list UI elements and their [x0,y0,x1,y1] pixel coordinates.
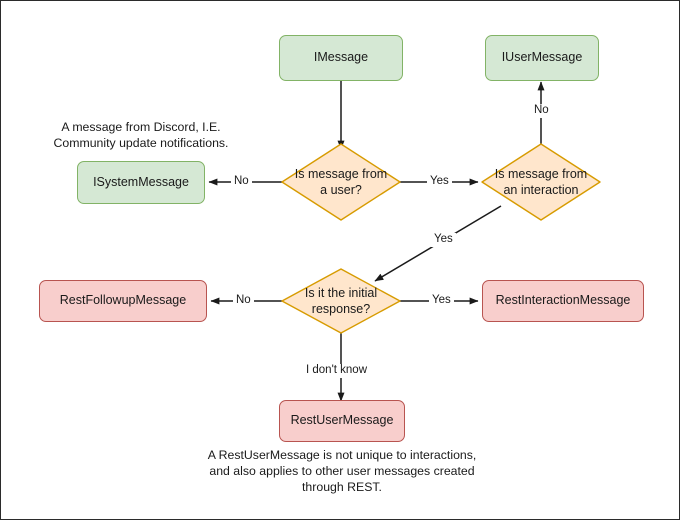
node-iusermessage[interactable]: IUserMessage [485,35,599,81]
decision-user-label: Is message from a user? [282,144,400,220]
edge-label-initial-unknown: I don't know [303,364,371,378]
edge-label-user-no: No [231,175,252,189]
node-restfollowupmessage[interactable]: RestFollowupMessage [39,280,207,322]
decision-initial[interactable]: Is it the initial response? [282,269,400,333]
node-isystemmessage-label: ISystemMessage [93,174,189,189]
edge-label-interaction-no: No [531,104,552,118]
decision-user[interactable]: Is message from a user? [282,144,400,220]
node-iusermessage-label: IUserMessage [501,50,583,65]
note-system-message-line2: Community update notifications. [53,136,229,151]
node-restfollowupmessage-label: RestFollowupMessage [59,293,187,308]
node-imessage-label: IMessage [313,50,369,65]
decision-user-label-line2: a user? [320,183,362,197]
decision-interaction[interactable]: Is message from an interaction [482,144,600,220]
note-system-message-line1: A message from Discord, I.E. [61,120,221,134]
decision-interaction-label: Is message from an interaction [482,144,600,220]
node-imessage[interactable]: IMessage [279,35,403,81]
node-isystemmessage[interactable]: ISystemMessage [77,161,205,204]
note-system-message: A message from Discord, I.E. Community u… [41,119,241,151]
note-rest-user-message-line3: through REST. [302,480,382,495]
decision-initial-label: Is it the initial response? [282,269,400,333]
edge-label-interaction-yes: Yes [431,233,456,247]
note-rest-user-message: A RestUserMessage is not unique to inter… [191,447,493,496]
decision-user-label-line1: Is message from [294,167,388,181]
node-restinteractionmessage[interactable]: RestInteractionMessage [482,280,644,322]
decision-interaction-label-line2: an interaction [503,183,579,197]
note-rest-user-message-line2: and also applies to other user messages … [209,464,475,479]
decision-initial-label-line2: response? [311,302,371,316]
node-restinteractionmessage-label: RestInteractionMessage [495,293,631,308]
decision-interaction-label-line1: Is message from [494,167,588,181]
node-restusermessage[interactable]: RestUserMessage [279,400,405,442]
note-rest-user-message-line1: A RestUserMessage is not unique to inter… [207,448,477,462]
edge-label-initial-no: No [233,294,254,308]
node-restusermessage-label: RestUserMessage [290,413,394,428]
edge-label-user-yes: Yes [427,175,452,189]
edge-label-initial-yes: Yes [429,294,454,308]
decision-initial-label-line1: Is it the initial [304,286,378,300]
